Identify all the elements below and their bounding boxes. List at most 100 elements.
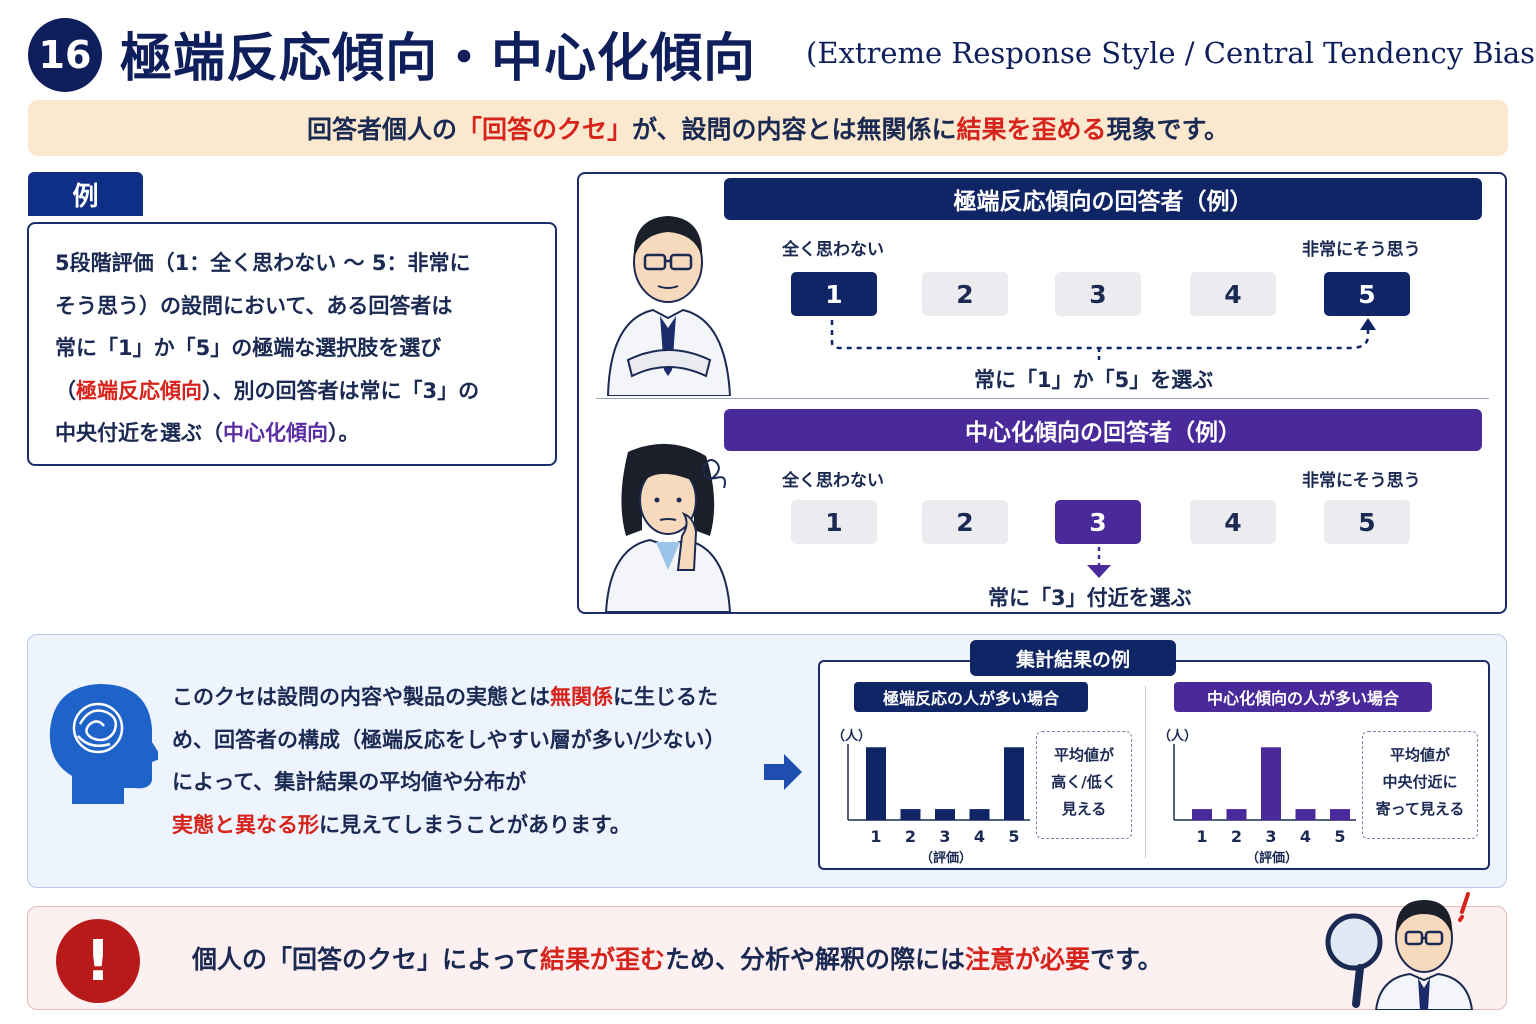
chart-1-bar-1 (1192, 809, 1212, 820)
example-box: 5段階評価（1：全く思わない 〜 5：非常に そう思う）の設問において、ある回答… (27, 222, 557, 466)
central-option-4: 4 (1190, 500, 1276, 544)
central-respondent-heading: 中心化傾向の回答者（例） (724, 409, 1482, 451)
section-number-badge: 16 (28, 18, 102, 92)
example-line-5-start: 中央付近を選ぶ（ (55, 421, 223, 445)
results-example-tag: 集計結果の例 (970, 640, 1176, 676)
warning-panel (27, 906, 1507, 1010)
chart-1-xlabel: （評価） (1246, 850, 1298, 866)
warning-text-2: ため、分析や解釈の際には (665, 945, 966, 974)
central-option-3: 3 (1055, 500, 1141, 544)
chart-1-ylabel: （人） (1158, 728, 1197, 744)
chart-1-bar-5 (1330, 809, 1350, 820)
extreme-caption: 常に「1」か「5」を選ぶ (974, 368, 1214, 392)
warning-text-3: です。 (1090, 945, 1163, 974)
results-divider (1145, 686, 1146, 858)
central-arrow-down (1087, 547, 1111, 578)
note-central-2: 中央付近に (1382, 773, 1458, 791)
paren-open: （ (55, 378, 76, 403)
extreme-option-3: 3 (1055, 272, 1141, 316)
doctor-magnifier-illustration (1325, 892, 1474, 1010)
extreme-option-1: 1 (791, 272, 877, 316)
central-scale-right-label: 非常にそう思う (1302, 471, 1421, 491)
example-line-2: そう思う）の設問において、ある回答者は (55, 293, 453, 318)
chart-central-note: 平均値が 中央付近に 寄って見える (1362, 731, 1478, 839)
example-line-5-end: ）。 (328, 421, 360, 445)
info-line-2: め、回答者の構成（極端反応をしやすい層が多い/少ない） (172, 727, 726, 752)
info-line-1: このクセは設問の内容や製品の実態とは無関係に生じるた (172, 676, 725, 719)
chart-1-tick-5: 5 (1334, 827, 1345, 846)
page-subtitle: (Extreme Response Style / Central Tenden… (806, 36, 1536, 70)
chart-extreme-title: 極端反応の人が多い場合 (854, 682, 1088, 712)
extreme-term: 極端反応傾向 (76, 378, 202, 403)
head-brain-icon (49, 684, 158, 804)
extreme-option-4: 4 (1190, 272, 1276, 316)
extreme-scale-left-label: 全く思わない (782, 240, 884, 260)
page-title: 極端反応傾向・中心化傾向 (120, 29, 757, 89)
extreme-arrow-connector (830, 318, 1376, 362)
chart-0-bar-5 (1004, 747, 1024, 820)
chart-0-bar-3 (935, 809, 955, 820)
info-line-1a: このクセは設問の内容や製品の実態とは (172, 685, 550, 709)
chart-0-bar-2 (900, 809, 921, 820)
info-text: このクセは設問の内容や製品の実態とは無関係に生じるた め、回答者の構成（極端反応… (172, 676, 725, 846)
info-line-3: によって、集計結果の平均値や分布が (172, 770, 527, 794)
chart-0-tick-1: 1 (870, 827, 881, 846)
chart-0-tick-3: 3 (939, 827, 950, 846)
arrow-right-icon (764, 754, 802, 790)
summary-highlight-1: 「回答のクセ」 (456, 115, 632, 144)
central-option-2: 2 (922, 500, 1008, 544)
example-line-5: 中央付近を選ぶ（中心化傾向）。 (55, 412, 533, 455)
central-term: 中心化傾向 (223, 421, 328, 445)
extreme-option-5: 5 (1324, 272, 1410, 316)
chart-0-tick-2: 2 (905, 827, 916, 846)
summary-text-3: 現象です。 (1106, 115, 1230, 144)
chart-0-tick-4: 4 (974, 827, 985, 846)
chart-0-xlabel: （評価） (920, 850, 972, 866)
chart-0-bar-4 (969, 809, 990, 820)
warning-text-1: 個人の「回答のクセ」によって (192, 945, 541, 974)
chart-1-bar-3 (1261, 747, 1281, 820)
chart-0-tick-5: 5 (1008, 827, 1019, 846)
example-line-4-rest: ）、別の回答者は常に「3」の (202, 378, 480, 403)
central-option-1: 1 (791, 500, 877, 544)
chart-extreme: （人） 1 2 3 4 5 （評価） (832, 728, 1030, 866)
example-line-3: 常に「1」か「5」の極端な選択肢を選び (55, 336, 442, 360)
note-central-1: 平均値が (1389, 746, 1450, 764)
central-option-5: 5 (1324, 500, 1410, 544)
chart-central-title: 中心化傾向の人が多い場合 (1174, 682, 1432, 712)
summary-banner: 回答者個人の「回答のクセ」が、設問の内容とは無関係に結果を歪める現象です。 (28, 100, 1508, 156)
chart-1-tick-1: 1 (1196, 827, 1207, 846)
info-line-1b: に生じるた (613, 685, 718, 709)
chart-extreme-note: 平均値が 高く/低く 見える (1036, 731, 1132, 839)
chart-1-tick-3: 3 (1265, 827, 1276, 846)
warning-text: 個人の「回答のクセ」によって結果が歪むため、分析や解釈の際には注意が必要です。 (192, 940, 1163, 976)
extreme-scale-right-label: 非常にそう思う (1302, 240, 1421, 260)
summary-text-1: 回答者個人の (306, 115, 457, 144)
chart-0-ylabel: （人） (832, 728, 871, 744)
info-line-4b: に見えてしまうことがあります。 (319, 812, 631, 837)
male-doctor-illustration (606, 216, 732, 396)
summary-highlight-2: 結果を歪める (956, 115, 1107, 144)
info-highlight-different: 実態と異なる形 (172, 812, 319, 837)
info-highlight-unrelated: 無関係 (550, 685, 613, 709)
exclamation-icon: ! (56, 919, 140, 1003)
note-central-3: 寄って見える (1375, 800, 1465, 818)
extreme-option-2: 2 (922, 272, 1008, 316)
chart-1-tick-2: 2 (1231, 827, 1242, 846)
warning-highlight-1: 結果が歪む (540, 945, 666, 974)
note-extreme-2: 高く/低く (1051, 773, 1117, 791)
respondent-examples-panel (577, 172, 1507, 614)
chart-0-bar-1 (866, 747, 886, 820)
note-extreme-1: 平均値が (1053, 746, 1114, 764)
central-scale-left-label: 全く思わない (782, 471, 884, 491)
female-doctor-illustration (604, 443, 732, 612)
info-line-4: 実態と異なる形に見えてしまうことがあります。 (172, 804, 725, 847)
summary-text-2: が、設問の内容とは無関係に (631, 115, 957, 144)
chart-1-tick-4: 4 (1300, 827, 1311, 846)
section-number: 16 (38, 33, 92, 77)
chart-central: （人） 1 2 3 4 5 （評価） (1158, 728, 1356, 866)
chart-1-bar-2 (1226, 809, 1247, 820)
note-extreme-3: 見える (1061, 800, 1107, 818)
panel-divider (596, 398, 1489, 399)
example-line-1: 5段階評価（1：全く思わない 〜 5：非常に (55, 251, 471, 275)
